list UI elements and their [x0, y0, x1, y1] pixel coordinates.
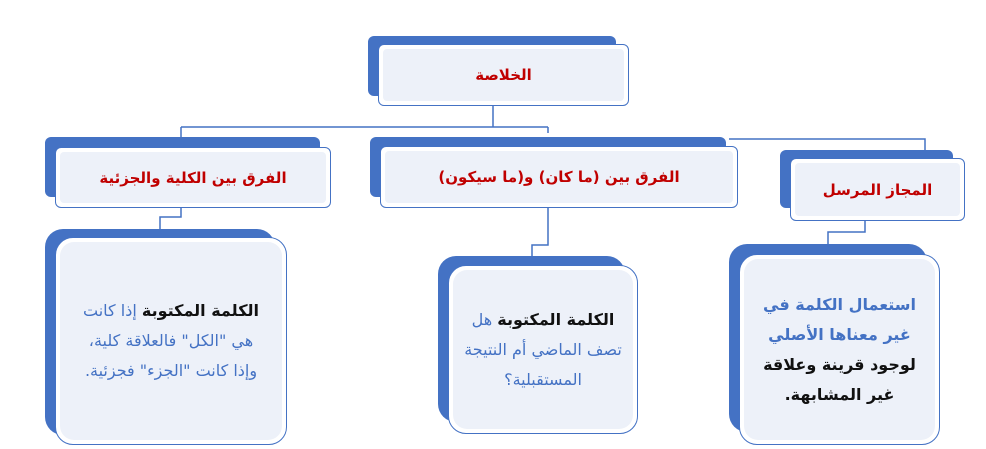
card-partwhole-text: إذا كانت هي "الكل" فالعلاقة كلية، وإذا ك… [83, 301, 258, 380]
header-metonymy-label: المجاز المرسل [795, 163, 960, 216]
connector-mid [531, 208, 549, 256]
root-label: الخلاصة [383, 49, 624, 101]
card-metonymy-text: لوجود قرينة وعلاقة غير المشابهة. [763, 354, 916, 404]
connector-root [180, 106, 549, 137]
card-past-future-bold: الكلمة المكتوبة [497, 309, 615, 329]
card-past-future-text: هل تصف الماضي أم النتيجة المستقبلية؟ [464, 309, 622, 389]
card-partwhole-bold: الكلمة المكتوبة [141, 301, 259, 320]
card-metonymy-highlight: استعمال الكلمة في غير معناها الأصلي [763, 294, 916, 344]
header-past-future-label: الفرق بين (ما كان) و(ما سيكون) [385, 151, 733, 203]
connector-right-header [729, 138, 926, 150]
connector-left [159, 208, 182, 229]
connector-right [827, 221, 866, 244]
header-partwhole-label: الفرق بين الكلية والجزئية [60, 152, 326, 203]
